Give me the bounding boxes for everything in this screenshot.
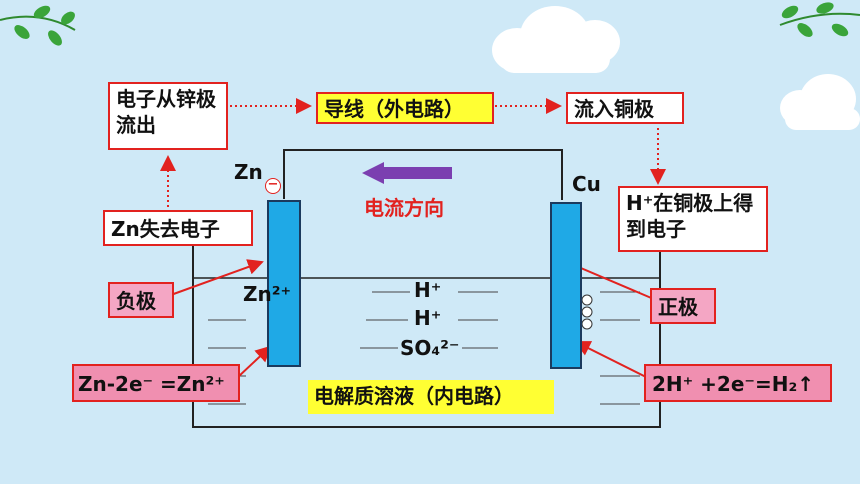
- electrolyte-box: 电解质溶液（内电路）: [308, 380, 554, 414]
- zinc-label: Zn: [234, 160, 263, 184]
- pointer-neg-pole: [167, 259, 264, 297]
- zinc-electrode: [267, 200, 301, 367]
- negative-reaction-label: Zn-2e⁻ =Zn²⁺: [78, 372, 225, 396]
- h-gain-electron-box: H⁺在铜极上得到电子: [618, 186, 768, 252]
- beaker: [192, 232, 661, 428]
- negative-sign-icon: −: [265, 178, 281, 194]
- electron-out-box: 电子从锌极流出: [108, 82, 228, 150]
- copper-electrode: [550, 202, 582, 369]
- negative-pole-box: 负极: [108, 282, 174, 318]
- copper-label: Cu: [572, 172, 601, 196]
- positive-pole-box: 正极: [650, 288, 716, 324]
- to-copper-box: 流入铜极: [566, 92, 684, 124]
- current-direction-label: 电流方向: [364, 196, 444, 220]
- negative-reaction-box: [72, 364, 240, 402]
- leaf-decoration-left: [0, 5, 76, 46]
- hydrogen-ion-label: H⁺: [414, 306, 442, 330]
- hydrogen-ion-label: H⁺: [414, 278, 442, 302]
- hydrogen-bubble: [581, 306, 593, 318]
- zn-lose-electron-box: Zn失去电子: [103, 210, 253, 246]
- pointer-pos-reaction: [574, 341, 649, 379]
- positive-reaction-box: 2H⁺ +2e⁻=H₂↑: [644, 364, 832, 402]
- wire-box: 导线（外电路）: [316, 92, 494, 124]
- external-wire: [283, 149, 563, 200]
- hydrogen-bubble: [581, 318, 593, 330]
- hydrogen-bubble: [581, 294, 593, 306]
- zinc-ion-label: Zn²⁺: [243, 282, 292, 306]
- leaf-decoration-right: [779, 2, 860, 37]
- pointer-neg-reaction: [237, 345, 272, 378]
- sulfate-ion-label: SO₄²⁻: [400, 336, 460, 360]
- current-direction-arrow: [362, 162, 452, 184]
